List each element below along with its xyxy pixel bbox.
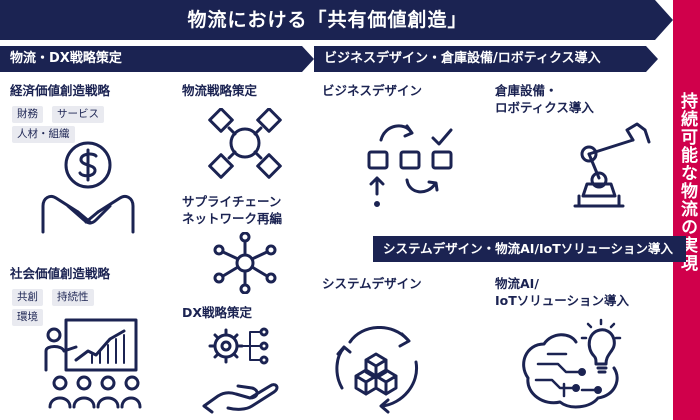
cycle-boxes-icon xyxy=(335,326,419,414)
result-bar xyxy=(673,0,700,420)
ai-iot-heading-line2: IoTソリューション導入 xyxy=(495,293,630,308)
hub-network-icon xyxy=(213,232,277,294)
system-design-heading: システムデザイン xyxy=(322,276,422,291)
section-left-title: 物流・DX戦略策定 xyxy=(0,46,302,72)
logistics-strategy-heading: 物流戦略策定 xyxy=(182,83,258,98)
process-flow-icon xyxy=(367,124,453,207)
ai-iot-heading-line1: 物流AI/ xyxy=(495,276,539,291)
section-right-top-arrow xyxy=(646,46,658,72)
robot-arm-icon xyxy=(573,122,651,208)
tag-finance: 財務 xyxy=(12,106,43,123)
tag-environment: 環境 xyxy=(12,309,43,326)
presentation-audience-icon xyxy=(44,318,142,409)
tag-service: サービス xyxy=(52,106,104,123)
ai-brain-bulb-icon xyxy=(522,318,622,409)
tag-sustainability: 持続性 xyxy=(52,289,94,306)
banner-title: 物流における「共有価値創造」 xyxy=(187,9,468,31)
warehouse-heading-line2: ロボティクス導入 xyxy=(495,100,594,115)
section-right-bottom-title: システムデザイン・物流AI/IoTソリューション導入 xyxy=(373,236,686,262)
tag-cocreation: 共創 xyxy=(12,289,43,306)
puzzle-network-icon xyxy=(208,108,282,179)
gear-hand-icon xyxy=(202,327,279,414)
result-text: 持続可能な物流の実現 xyxy=(677,92,697,272)
top-banner-arrow xyxy=(655,0,673,40)
supply-chain-heading-line1: サプライチェーン xyxy=(182,194,282,209)
handshake-dollar-icon xyxy=(41,141,135,234)
section-left-arrow xyxy=(302,46,314,72)
section-right-top-title: ビジネスデザイン・倉庫設備/ロボティクス導入 xyxy=(314,46,646,72)
top-banner xyxy=(0,0,655,40)
supply-chain-heading-line2: ネットワーク再編 xyxy=(182,211,283,226)
business-design-heading: ビジネスデザイン xyxy=(322,83,423,98)
tag-hr: 人材・組織 xyxy=(12,126,75,143)
warehouse-heading-line1: 倉庫設備・ xyxy=(495,83,558,98)
economic-heading: 経済価値創造戦略 xyxy=(10,83,111,98)
social-heading: 社会価値創造戦略 xyxy=(10,266,111,281)
dx-strategy-heading: DX戦略策定 xyxy=(182,305,253,320)
